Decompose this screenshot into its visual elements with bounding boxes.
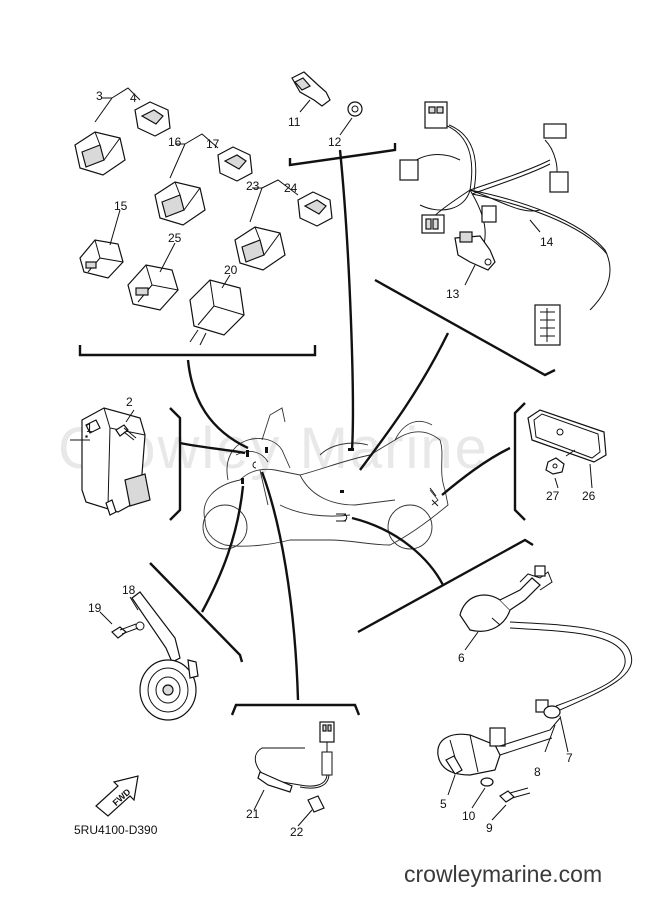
callout-1: 1 [86,421,93,435]
callout-11: 11 [288,115,301,129]
cover-group [527,409,607,489]
callout-16: 16 [168,135,182,149]
callout-6: 6 [458,651,465,665]
callout-21: 21 [246,807,260,821]
callout-2: 2 [126,395,133,409]
callout-15: 15 [114,199,128,213]
motorcycle-outline [202,407,449,550]
callout-20: 20 [224,263,238,277]
relay-group [74,87,333,346]
callout-14: 14 [540,235,554,249]
site-url[interactable]: crowleymarine.com [404,861,602,887]
fwd-arrow-icon: FWD [95,775,139,817]
callout-5: 5 [440,797,447,811]
callout-labels: 3 4 16 17 23 24 15 25 20 11 12 14 13 2 1… [86,89,596,839]
callout-24: 24 [284,181,298,195]
callout-10: 10 [462,809,476,823]
callout-17: 17 [206,137,220,151]
callout-7: 7 [566,751,573,765]
callout-3: 3 [96,89,103,103]
lead-group [253,721,335,827]
callout-22: 22 [290,825,304,839]
callout-13: 13 [446,287,460,301]
callout-19: 19 [88,601,102,615]
part-3-relay [74,131,126,176]
unit-group [70,407,151,516]
part-13-sensor [454,231,496,271]
part-16-relay [154,181,206,226]
ignition-group [437,565,633,821]
part-24-coupler [297,191,333,227]
group-brackets [78,143,556,716]
callout-26: 26 [582,489,596,503]
part-17-coupler [217,146,253,182]
leader-lines [179,149,511,701]
callout-25: 25 [168,231,182,245]
part-25-relay [127,264,179,311]
callout-8: 8 [534,765,541,779]
callout-9: 9 [486,821,493,835]
callout-23: 23 [246,179,260,193]
wire-harness-group [399,101,611,346]
part-20-flasher-relay [189,279,245,346]
callout-12: 12 [328,135,342,149]
part-4-coupler [134,101,171,137]
diagram-code: 5RU4100-D390 [74,823,158,837]
sensor-group [291,71,363,136]
callout-18: 18 [122,583,136,597]
callout-4: 4 [130,91,137,105]
part-23-relay [234,226,286,271]
callout-27: 27 [546,489,560,503]
horn-group [99,591,199,721]
part-15-relay [79,239,124,279]
